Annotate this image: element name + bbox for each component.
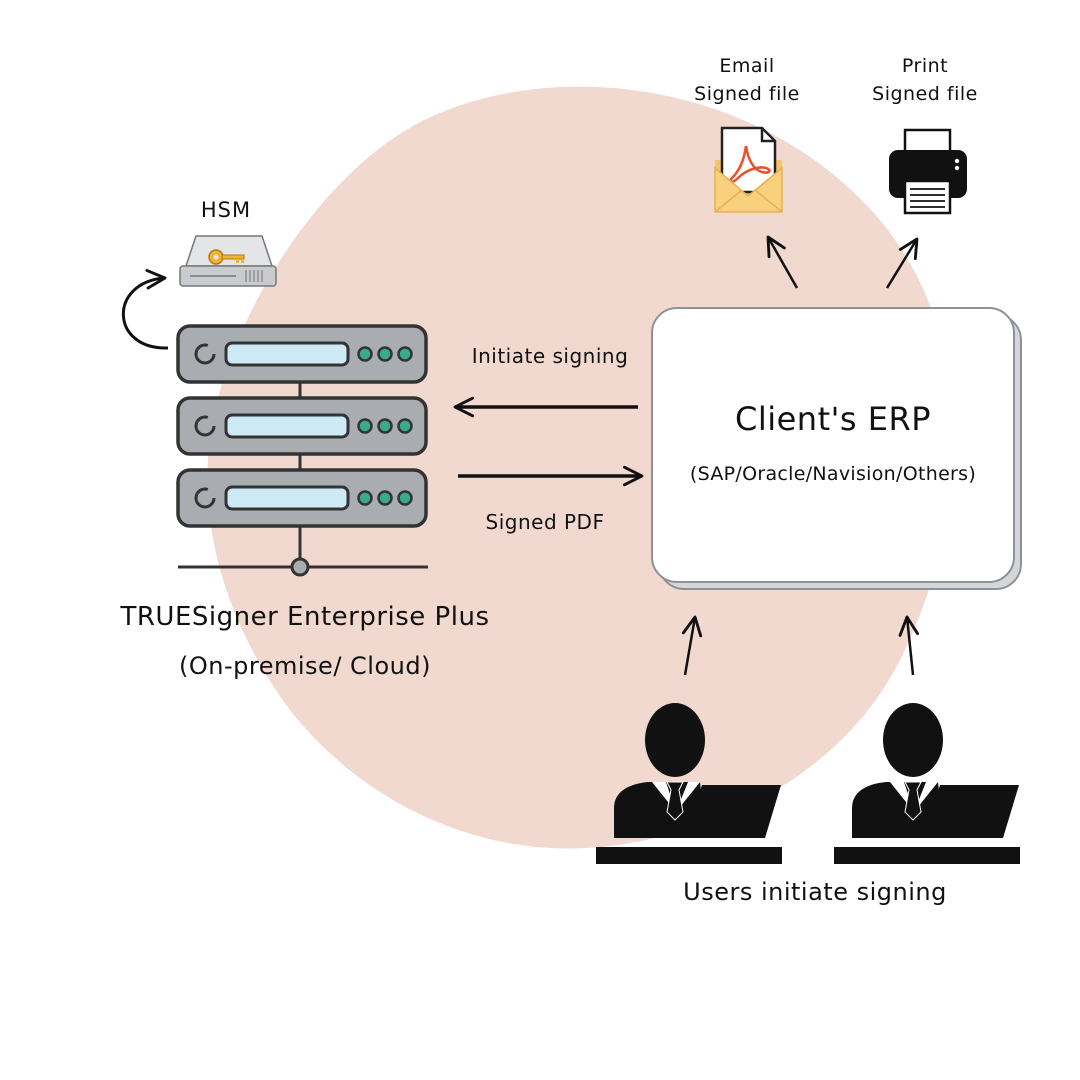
initiate-signing-label: Initiate signing (471, 344, 629, 368)
email-label: Email Signed file (672, 52, 822, 108)
erp-to-print-arrow (885, 237, 919, 289)
hsm-label: HSM (200, 198, 252, 222)
users-label: Users initiate signing (683, 878, 947, 906)
server-unit (176, 324, 428, 384)
printer-icon (889, 128, 967, 215)
user-to-erp-arrow (898, 615, 919, 676)
deployment-label: (On-premise/ Cloud) (179, 652, 431, 680)
print-label: Print Signed file (850, 52, 1000, 108)
server-unit (176, 468, 428, 528)
product-title: TRUESigner Enterprise Plus (120, 602, 490, 632)
user-at-laptop-icon (596, 703, 782, 864)
print-label-line1: Print (901, 55, 949, 77)
hsm-link-arrow (121, 269, 169, 350)
user-at-laptop-icon (834, 703, 1020, 864)
erp-box (651, 307, 1015, 583)
user-to-erp-arrow (681, 615, 703, 676)
server-stack-icon (176, 324, 428, 577)
erp-title: Client's ERP (734, 400, 932, 438)
email-pdf-icon (714, 126, 783, 213)
email-label-line1: Email (719, 55, 775, 77)
background-blob (207, 86, 954, 849)
print-label-line2: Signed file (872, 83, 978, 105)
signed-pdf-label: Signed PDF (485, 510, 605, 534)
email-label-line2: Signed file (694, 83, 800, 105)
erp-to-email-arrow (766, 235, 799, 289)
server-unit (176, 396, 428, 456)
hsm-key-icon (179, 235, 277, 287)
erp-subtitle: (SAP/Oracle/Navision/Others) (689, 463, 977, 485)
